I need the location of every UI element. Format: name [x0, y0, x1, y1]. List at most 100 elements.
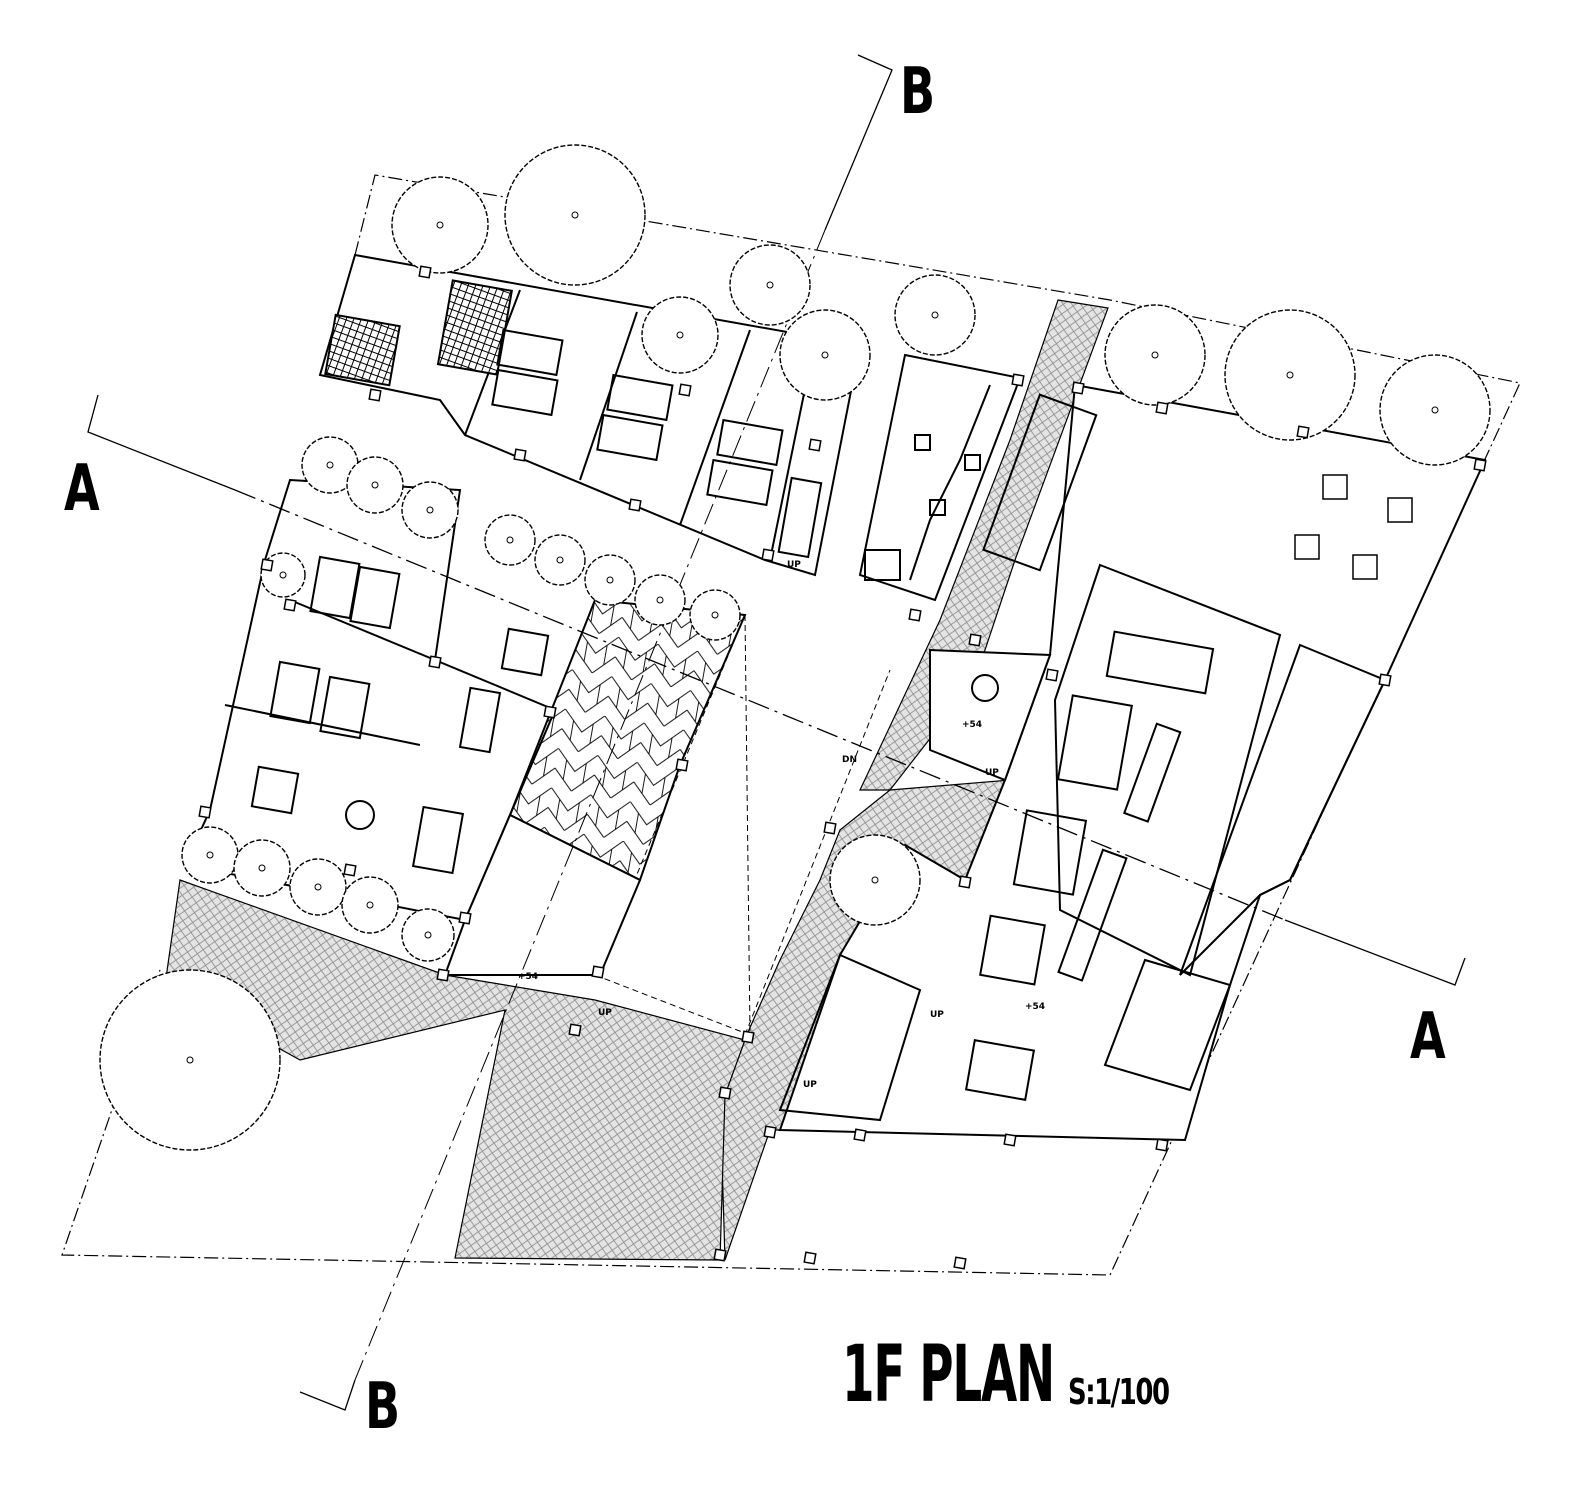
column-marker: [761, 548, 775, 562]
section-label-a-left: A: [64, 452, 100, 526]
column-marker: [741, 1030, 755, 1044]
column-marker: [513, 448, 527, 462]
column-marker: [968, 633, 982, 647]
tree-trunk-icon: [279, 571, 287, 579]
north-bedroom-wing: [318, 253, 862, 577]
stair-label: UP: [930, 1010, 944, 1020]
column-marker: [591, 965, 605, 979]
tree-trunk-icon: [821, 351, 829, 359]
section-lines: [87, 54, 1466, 1411]
tree-trunk-icon: [766, 281, 774, 289]
tree-icon: [181, 826, 239, 884]
tree-icon: [484, 514, 536, 566]
tree-trunk-icon: [1431, 406, 1439, 414]
tree-trunk-icon: [711, 611, 719, 619]
column-marker: [428, 655, 442, 669]
tree-icon: [99, 969, 281, 1151]
tree-icon: [504, 144, 646, 286]
stair-label: UP: [985, 768, 999, 778]
tree-icon: [729, 244, 811, 326]
column-marker: [343, 863, 357, 877]
column-marker: [1296, 425, 1310, 439]
column-marker: [678, 383, 692, 397]
column-marker: [953, 1256, 967, 1270]
column-marker: [1155, 401, 1169, 415]
tree-trunk-icon: [506, 536, 514, 544]
section-label-a-right: A: [1410, 1000, 1446, 1074]
column-marker: [1473, 458, 1487, 472]
tree-icon: [641, 296, 719, 374]
column-marker: [260, 558, 274, 572]
column-marker: [1045, 668, 1059, 682]
columns: [198, 265, 1487, 1270]
column-marker: [853, 1128, 867, 1142]
tree-trunk-icon: [1286, 371, 1294, 379]
column-marker: [958, 875, 972, 889]
column-marker: [283, 598, 297, 612]
column-marker: [458, 911, 472, 925]
column-marker: [1003, 1133, 1017, 1147]
section-line-a-left: [87, 394, 236, 491]
section-line-b-bottom: [299, 1379, 356, 1411]
tree-icon: [391, 176, 489, 274]
tree-icon: [1224, 309, 1356, 441]
section-line-b-top: [824, 54, 893, 231]
tree-icon: [829, 834, 921, 926]
tree-trunk-icon: [656, 596, 664, 604]
tree-trunk-icon: [326, 461, 334, 469]
column-marker: [1378, 673, 1392, 687]
tree-icon: [534, 534, 586, 586]
stair-label: UP: [787, 560, 801, 570]
tree-trunk-icon: [931, 311, 939, 319]
tree-trunk-icon: [676, 331, 684, 339]
tree-trunk-icon: [606, 576, 614, 584]
column-marker: [763, 1125, 777, 1139]
level-mark: +54: [518, 972, 539, 982]
tree-icon: [1379, 354, 1491, 466]
tree-trunk-icon: [556, 556, 564, 564]
tree-trunk-icon: [186, 1056, 194, 1064]
column-marker: [368, 388, 382, 402]
column-marker: [418, 265, 432, 279]
column-marker: [568, 1023, 582, 1037]
tree-trunk-icon: [571, 211, 579, 219]
tree-icon: [341, 876, 399, 934]
column-marker: [1071, 381, 1085, 395]
column-marker: [823, 821, 837, 835]
tree-trunk-icon: [426, 506, 434, 514]
level-mark: +54: [1025, 1002, 1046, 1012]
column-marker: [675, 758, 689, 772]
tree-trunk-icon: [424, 931, 432, 939]
trees: [99, 144, 1491, 1151]
entrance-hall: [443, 813, 642, 976]
tree-trunk-icon: [371, 481, 379, 489]
tree-icon: [1104, 304, 1206, 406]
column-marker: [1155, 1138, 1169, 1152]
tree-icon: [779, 309, 871, 401]
column-marker: [543, 705, 557, 719]
column-marker: [803, 1251, 817, 1265]
column-marker: [808, 438, 822, 452]
toilet-block: [858, 353, 1022, 602]
tree-icon: [894, 274, 976, 356]
east-wing: [778, 383, 1487, 1142]
drawing-title: 1F PLAN: [842, 1330, 1055, 1420]
column-marker: [908, 608, 922, 622]
tree-trunk-icon: [258, 864, 266, 872]
tree-icon: [634, 574, 686, 626]
section-label-b-top: B: [900, 55, 935, 129]
tree-icon: [289, 858, 347, 916]
drawing-scale: S:1/100: [1068, 1372, 1170, 1413]
tree-trunk-icon: [206, 851, 214, 859]
tree-icon: [401, 908, 455, 962]
tree-trunk-icon: [314, 883, 322, 891]
tree-trunk-icon: [1151, 351, 1159, 359]
level-mark: +54: [962, 720, 983, 730]
column-marker: [718, 1086, 732, 1100]
site-boundary: [61, 174, 1521, 1276]
tree-icon: [689, 589, 741, 641]
column-marker: [628, 498, 642, 512]
tree-icon: [346, 456, 404, 514]
tree-trunk-icon: [871, 876, 879, 884]
